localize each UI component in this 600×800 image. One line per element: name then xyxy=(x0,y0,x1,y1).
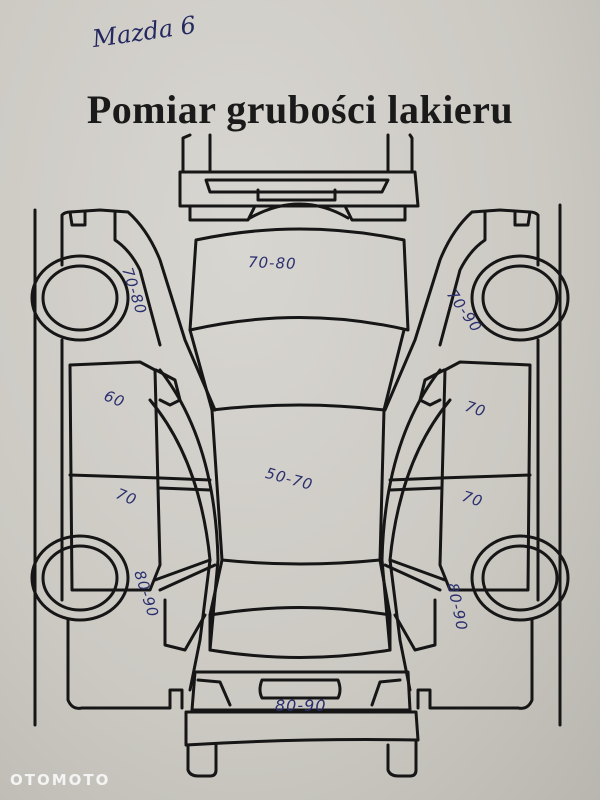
rear-bumper-reading: 80-90 xyxy=(275,696,327,715)
left-side-outline xyxy=(30,208,220,710)
front-bumper-outline xyxy=(178,133,420,222)
otomoto-watermark: OTOMOTO xyxy=(10,771,111,789)
car-body-top-view xyxy=(188,227,410,659)
right-side-outline xyxy=(380,208,570,710)
form-title: Pomiar grubości lakieru xyxy=(86,87,514,132)
rear-bumper-outline xyxy=(184,670,420,778)
hood-reading: 70-80 xyxy=(247,253,297,273)
